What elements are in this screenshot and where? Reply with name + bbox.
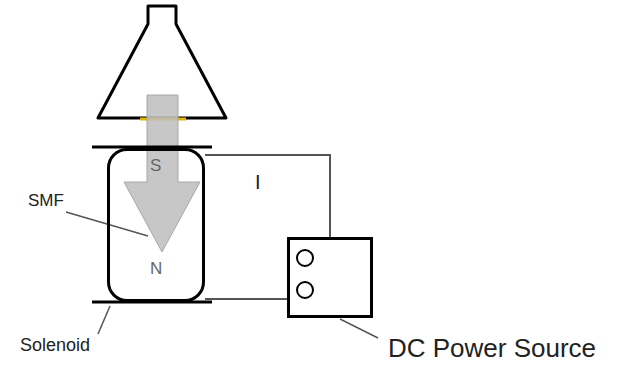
wire: [205, 299, 287, 300]
terminal: [297, 250, 313, 266]
power-source-box: DC Power Source: [287, 237, 373, 318]
solenoid: SN: [107, 148, 205, 302]
terminal: [297, 282, 313, 298]
leader-line: [98, 306, 110, 334]
box-label: DC Power Source: [388, 334, 596, 363]
wire: [205, 155, 330, 237]
current-label: I: [253, 171, 263, 193]
pole-label: N: [150, 260, 162, 279]
pole-label: S: [150, 157, 161, 176]
field-arrow: [124, 95, 200, 252]
part-label: SMF: [28, 192, 64, 211]
part-label: Solenoid: [20, 336, 90, 356]
leader-line: [340, 319, 378, 338]
